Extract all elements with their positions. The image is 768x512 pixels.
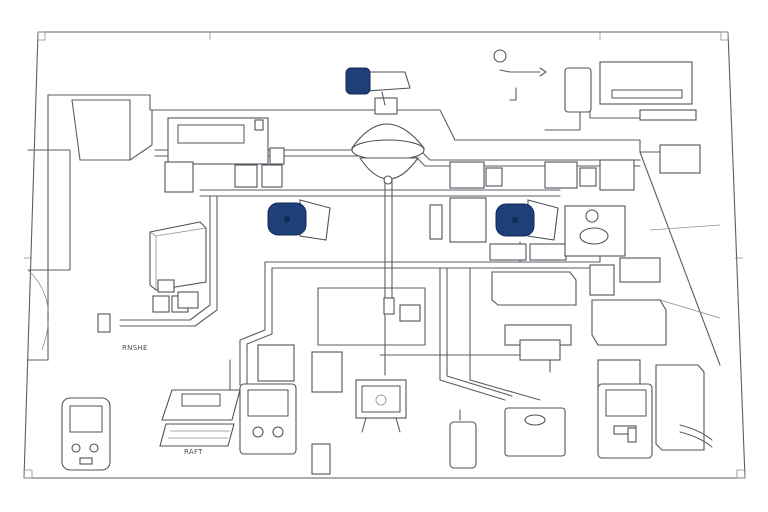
camera-lens-top [345, 67, 371, 95]
handheld-device-left[interactable] [61, 397, 111, 471]
server-right [655, 364, 713, 451]
room-outline [27, 94, 721, 366]
left-jack: RNSHE [97, 313, 148, 352]
wiring [119, 69, 641, 421]
dome-camera[interactable] [350, 97, 426, 185]
control-panel [164, 117, 285, 193]
keyboard-label: RAFT [184, 448, 203, 456]
handheld-device-center[interactable] [239, 383, 297, 455]
monitor[interactable] [355, 379, 407, 433]
outer-frame [23, 31, 746, 479]
keyboard[interactable]: RAFT [159, 389, 241, 456]
router-rack [491, 271, 667, 361]
server-rack [149, 221, 207, 313]
security-camera-left[interactable] [267, 199, 331, 241]
left-device-label: RNSHE [122, 344, 148, 352]
handheld-device-right[interactable] [597, 359, 653, 459]
bottom-devices [257, 344, 566, 475]
floor-plate [317, 287, 426, 346]
security-camera-right[interactable] [495, 199, 559, 241]
lightbulb-icon [493, 49, 507, 63]
mid-units [429, 197, 661, 296]
top-right-devices [449, 49, 701, 191]
security-camera-top[interactable] [345, 67, 411, 106]
